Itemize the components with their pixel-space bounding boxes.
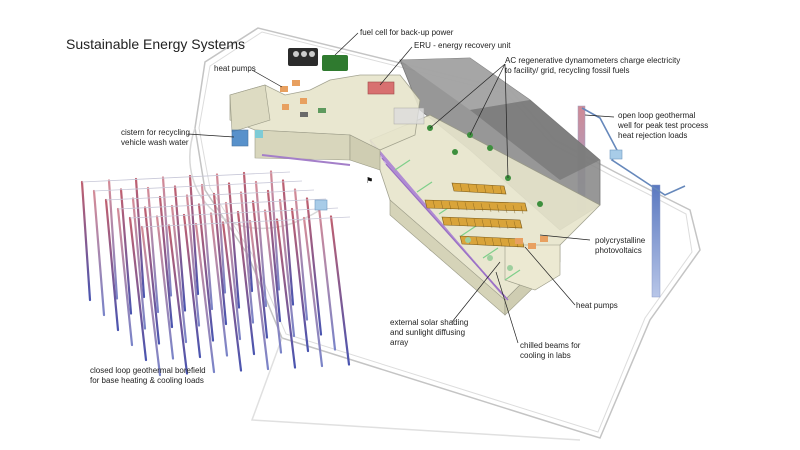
borehole-pipe <box>236 210 256 356</box>
shading-label: external solar shading and sunlight diff… <box>390 318 469 347</box>
diffuser-strip <box>504 269 521 281</box>
pv-row <box>451 182 507 195</box>
borehole-pipe <box>200 183 214 311</box>
borehole-pipe <box>212 192 228 326</box>
borehole-pipe <box>92 189 106 317</box>
erv-label: ERU - energy recovery unit <box>414 41 511 50</box>
heat-pumps-top-label: heat pumps <box>214 64 256 73</box>
borehole-pipe <box>302 216 324 368</box>
borehole-pipe <box>197 203 215 342</box>
borehole-pipe <box>104 198 120 332</box>
borehole-pipe <box>194 222 216 374</box>
borehole-pipe <box>155 215 175 360</box>
photovoltaic-array <box>424 182 528 248</box>
diffuser-strip <box>460 225 477 237</box>
solar-shading-array <box>369 139 521 301</box>
borehole-pipe <box>248 219 270 371</box>
borehole-pipe <box>224 201 242 341</box>
borehole-pipe <box>146 186 160 314</box>
borehole-pipe <box>227 182 241 309</box>
header-pipe <box>117 198 327 210</box>
ac-dynamometer-label: AC regenerative dynamometers charge elec… <box>505 56 681 75</box>
diagram-title: Sustainable Energy Systems <box>66 36 245 52</box>
borehole-pipe <box>278 198 296 338</box>
borehole-pipe <box>275 218 297 369</box>
fuel-cell-label: fuel cell for back-up power <box>360 28 454 37</box>
borehole-pipe <box>221 221 243 372</box>
open-loop-label: open loop geothermal well for peak test … <box>618 111 709 140</box>
borehole-pipe <box>116 207 134 347</box>
borehole-pipe <box>170 204 188 344</box>
borehole-pipe <box>209 212 229 357</box>
header-pipe <box>93 180 303 192</box>
heat-pumps-bottom-label: heat pumps <box>576 301 618 310</box>
borehole-pipe <box>167 224 189 375</box>
borehole-pipe <box>317 206 337 351</box>
borehole-pipe <box>269 170 281 291</box>
borehole-pipe <box>140 225 162 377</box>
pv-row <box>441 216 523 230</box>
diffuser-strip <box>416 181 433 193</box>
borehole-pipe <box>182 213 202 359</box>
header-pipe <box>105 189 315 201</box>
borehole-pipe <box>266 189 282 323</box>
svg-text:⚑: ⚑ <box>366 176 373 185</box>
cistern-label: cistern for recycling vehicle wash water <box>121 128 190 147</box>
borehole-pipe <box>305 197 323 336</box>
borehole-pipe <box>263 209 283 354</box>
borehole-pipe <box>173 185 187 312</box>
leader-lines <box>187 32 615 344</box>
header-pipe <box>141 216 351 228</box>
borehole-pipe <box>215 173 227 294</box>
borehole-pipe <box>80 180 92 302</box>
borefield-label: closed loop geothermal borefield for bas… <box>90 366 206 385</box>
pv-label: polycrystalline photovoltaics <box>595 236 646 255</box>
borehole-pipe <box>128 216 148 362</box>
header-pipe <box>81 171 291 183</box>
pv-row <box>424 199 528 214</box>
borehole-pipe <box>242 171 254 293</box>
borehole-pipe <box>143 206 161 345</box>
diffuser-strip <box>482 247 499 259</box>
closed-loop-borefield <box>80 170 351 377</box>
borehole-pipe <box>239 191 255 324</box>
borehole-pipe <box>158 195 174 329</box>
borehole-pipe <box>329 215 351 366</box>
borehole-pipe <box>293 188 309 321</box>
borehole-pipe <box>290 207 310 353</box>
equipment: ⚑ <box>280 48 548 271</box>
central-block <box>229 74 421 171</box>
borehole-pipe <box>185 194 201 327</box>
header-pipe <box>129 207 339 219</box>
chilled-beams-label: chilled beams for cooling in labs <box>520 341 581 360</box>
borehole-pipe <box>131 197 147 330</box>
borehole-pipe <box>251 200 269 339</box>
diffuser-strip <box>394 159 411 171</box>
borehole-pipe <box>119 188 133 315</box>
